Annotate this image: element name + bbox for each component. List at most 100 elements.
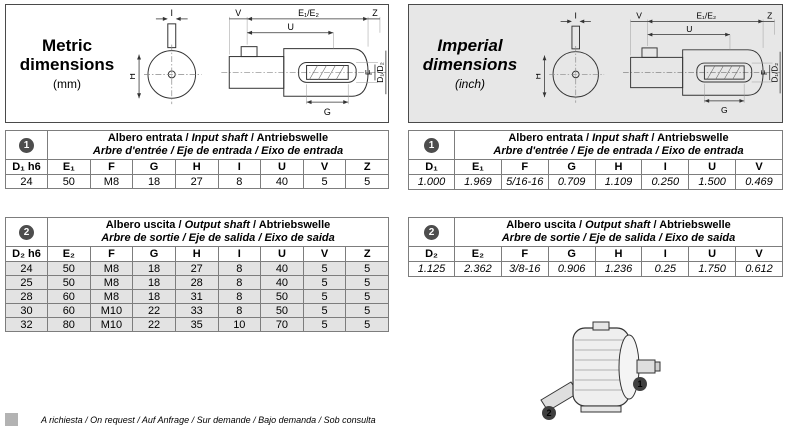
title-fr-es-pt: Arbre de sortie / Eje de salida / Eixo d… — [501, 232, 736, 244]
dim-label-e: E₁/E₂ — [696, 10, 716, 20]
shaft-dimension-drawing: I H — [536, 10, 781, 115]
table-cell: 2.362 — [454, 261, 502, 277]
badge-cell: 1 — [5, 130, 48, 160]
key-hatching — [309, 65, 345, 80]
table-cell: 0.612 — [735, 261, 783, 277]
table-cell: 8 — [217, 289, 262, 304]
metric-title-line1: Metric — [41, 36, 93, 55]
title-de: / Antriebswelle — [648, 132, 729, 144]
column-header: Z — [345, 246, 389, 262]
table-cell: 60 — [47, 303, 91, 318]
table-title-line1: Albero entrata / Input shaft / Antriebsw… — [455, 132, 782, 145]
column-header: H — [174, 246, 219, 262]
table-cell: 27 — [174, 261, 219, 276]
column-header: V — [735, 246, 783, 262]
title-de: / Abtriebswelle — [650, 219, 731, 231]
table-cell: 0.469 — [735, 174, 783, 190]
title-it: Albero entrata / — [107, 132, 192, 144]
table-title-line1: Albero uscita / Output shaft / Abtriebsw… — [455, 219, 782, 232]
arrowhead — [579, 19, 585, 23]
extension-lines — [229, 16, 381, 105]
column-header: U — [688, 246, 737, 262]
dimension-lines — [630, 20, 781, 101]
badge-cell: 2 — [5, 217, 48, 247]
column-header: G — [132, 246, 176, 262]
table-cell: 0.250 — [641, 174, 690, 190]
arrowhead — [363, 16, 369, 21]
dim-label-i: I — [171, 8, 173, 18]
table-title-line1: Albero uscita / Output shaft / Abtriebsw… — [48, 219, 388, 232]
table-cell: 5 — [302, 261, 347, 276]
arrowhead — [647, 19, 653, 23]
dim-label-g: G — [324, 107, 331, 117]
centerlines — [144, 44, 202, 105]
table-cell: 5 — [302, 317, 347, 332]
column-header: G — [547, 246, 596, 262]
title-en: Input shaft — [592, 132, 649, 144]
metric-dimensions-panel: Metric dimensions (mm) — [5, 4, 389, 123]
dim-label-d1-d2: D₁/D₂ — [770, 62, 779, 82]
table-cell: 5 — [345, 289, 389, 304]
column-header: D₁ — [408, 159, 455, 175]
table-cell: 5 — [345, 174, 389, 189]
metric-output-shaft-table: 2 Albero uscita / Output shaft / Abtrieb… — [5, 217, 389, 332]
arrowhead — [175, 16, 181, 21]
dim-label-f: F — [759, 69, 769, 74]
table-cell: 8 — [217, 174, 262, 189]
table-cell: 1.500 — [688, 174, 737, 190]
column-header: U — [260, 246, 304, 262]
column-header: D₂ h6 — [5, 246, 48, 262]
table-cell: 5 — [302, 174, 347, 189]
table-cell: 18 — [132, 261, 176, 276]
title-en: Input shaft — [191, 132, 248, 144]
metric-title-block: Metric dimensions (mm) — [6, 5, 128, 122]
table-cell: 40 — [260, 261, 304, 276]
footnote: A richiesta / On request / Auf Anfrage /… — [5, 413, 376, 426]
table-cell: 28 — [5, 289, 48, 304]
imperial-input-shaft-table: 1 Albero entrata / Input shaft / Antrieb… — [408, 130, 783, 190]
column-header: I — [641, 159, 690, 175]
column-header: E₁ — [454, 159, 502, 175]
arrowhead — [567, 19, 572, 23]
table-cell: 27 — [174, 174, 219, 189]
table-cell: 22 — [132, 303, 176, 318]
column-header: D₁ h6 — [5, 159, 48, 175]
table-cell: 18 — [132, 289, 176, 304]
table-cell: 5/16-16 — [500, 174, 549, 190]
imperial-title-block: Imperial dimensions (inch) — [409, 5, 531, 122]
table-cell: 3/8-16 — [500, 261, 549, 277]
title-fr-es-pt: Arbre de sortie / Eje de salida / Eixo d… — [101, 232, 335, 244]
table-cell: 35 — [174, 317, 219, 332]
table-cell: 40 — [260, 174, 304, 189]
table-title-row: 2 Albero uscita / Output shaft / Abtrieb… — [408, 217, 783, 247]
dim-label-h: H — [536, 73, 543, 79]
table-cell: M8 — [89, 261, 134, 276]
table-cell: 50 — [47, 275, 91, 290]
table-cell: 50 — [260, 289, 304, 304]
title-fr-es-pt: Arbre d'entrée / Eje de entrada / Eixo d… — [92, 145, 344, 157]
table-cell: 1.969 — [454, 174, 502, 190]
table-cell: 32 — [5, 317, 48, 332]
column-header: I — [217, 159, 262, 175]
input-shaft — [636, 359, 656, 374]
centerlines — [549, 45, 605, 103]
arrowhead — [343, 100, 349, 105]
key-hatching — [707, 65, 741, 79]
table-cell: 5 — [345, 275, 389, 290]
table-title-line1: Albero entrata / Input shaft / Antriebsw… — [48, 132, 388, 145]
footnote-text: A richiesta / On request / Auf Anfrage /… — [41, 414, 376, 425]
table-cell: 8 — [217, 275, 262, 290]
arrowhead — [247, 16, 253, 21]
table-cell: 5 — [345, 303, 389, 318]
table-cell: 24 — [5, 174, 48, 189]
